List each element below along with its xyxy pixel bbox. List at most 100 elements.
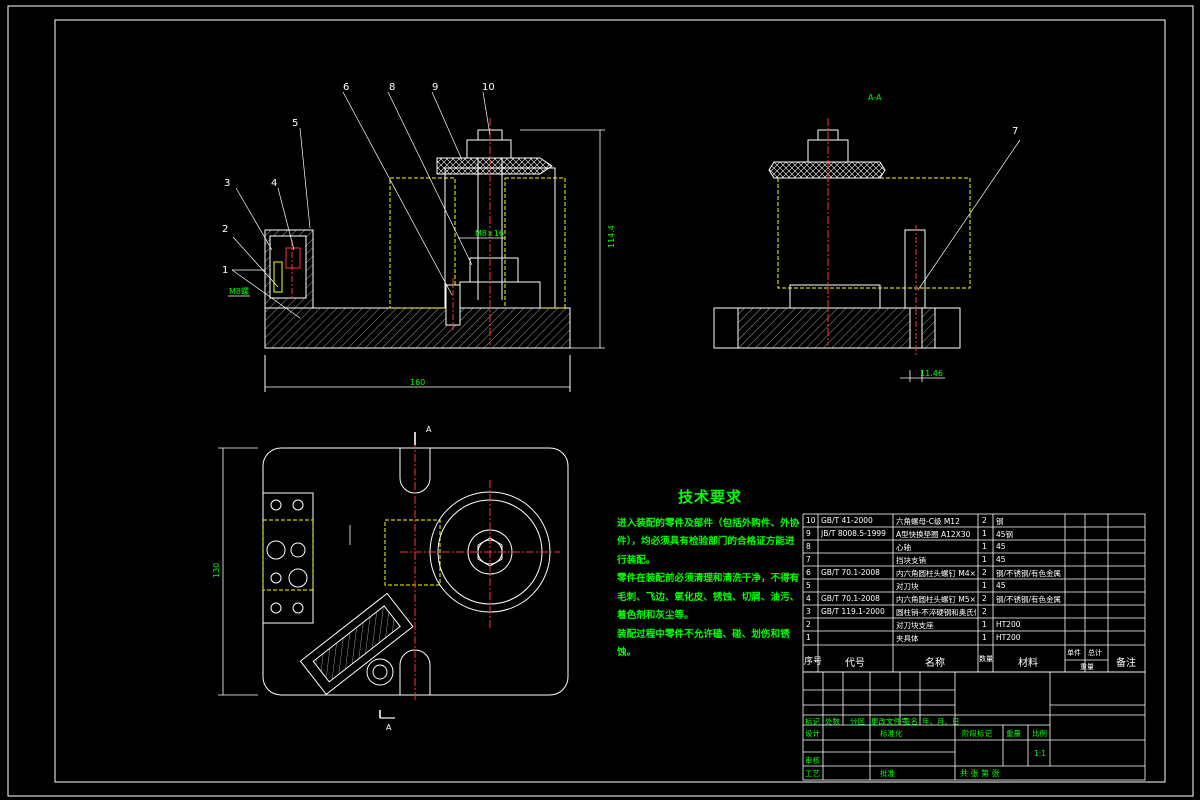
bom-row-mat: 钢/不锈钢/有色金属 bbox=[996, 595, 1062, 604]
bom-header-qty: 数量 bbox=[979, 655, 993, 663]
callout-4: 4 bbox=[271, 178, 277, 189]
bom-row-qty: 1 bbox=[982, 633, 987, 642]
tech-item-2: 零件在装配前必须清理和清洗干净，不得有毛刺、飞边、氧化皮、锈蚀、切屑、油污、着色… bbox=[617, 573, 800, 621]
bom-row-name: 内六角圆柱头螺钉 M4×12 bbox=[896, 569, 976, 578]
bom-row-name: 夹具体 bbox=[896, 634, 919, 643]
technical-requirements: 技术要求 进入装配的零件及部件（包括外购件、外协件），均必须具有检验部门的合格证… bbox=[617, 488, 803, 663]
bom-row-qty: 1 bbox=[982, 581, 987, 590]
callouts: 1 2 3 4 5 6 8 9 10 7 bbox=[222, 82, 1018, 276]
bom-row-no: 8 bbox=[806, 542, 811, 551]
tb-design: 设计 bbox=[805, 729, 820, 738]
section-mark-bottom: A bbox=[386, 723, 392, 732]
bom-row-qty: 2 bbox=[982, 568, 987, 577]
bom-row-name: A型快换垫圈 A12X30 bbox=[896, 530, 971, 539]
callout-7: 7 bbox=[1012, 126, 1018, 137]
tb-std: 标准化 bbox=[880, 729, 903, 738]
bom-row-mat: 45 bbox=[996, 542, 1006, 551]
bom-row-name: 心轴 bbox=[896, 543, 911, 552]
bom-header-mat: 材料 bbox=[1018, 658, 1038, 669]
bom-row-qty: 2 bbox=[982, 516, 987, 525]
bom-header-code: 代号 bbox=[845, 658, 865, 669]
bom-row-name: 挡块支销 bbox=[896, 556, 926, 565]
bom-row-qty: 2 bbox=[982, 607, 987, 616]
top-view bbox=[218, 432, 569, 719]
tech-item-3: 装配过程中零件不允许磕、碰、划伤和锈蚀。 bbox=[617, 628, 790, 659]
dim-side: 11.46 bbox=[920, 369, 943, 378]
bom-row-mat: 钢 bbox=[996, 517, 1004, 526]
tb-mark: 标记 bbox=[805, 717, 820, 726]
tb-approve: 批准 bbox=[880, 769, 895, 778]
callout-3: 3 bbox=[224, 178, 230, 189]
side-view bbox=[713, 118, 1021, 382]
bom-row-qty: 1 bbox=[982, 529, 987, 538]
callout-6: 6 bbox=[343, 82, 349, 93]
dim-note-left: M8螺 bbox=[229, 286, 249, 296]
bom-row-no: 9 bbox=[806, 529, 811, 538]
callout-8: 8 bbox=[389, 82, 395, 93]
bom-header-weight: 重量 bbox=[1080, 663, 1094, 671]
bom-row-name: 内六角圆柱头螺钉 M5×10 bbox=[896, 595, 976, 604]
outer-border bbox=[7, 5, 1194, 797]
bom-row-mat: 45钢 bbox=[996, 530, 1014, 539]
callout-1: 1 bbox=[222, 265, 228, 276]
bom-row-no: 1 bbox=[806, 633, 811, 642]
callout-10: 10 bbox=[482, 82, 495, 93]
callout-5: 5 bbox=[292, 118, 298, 129]
bom-grid bbox=[802, 513, 1146, 781]
bom-row-code: GB/T 41-2000 bbox=[821, 516, 873, 525]
dimension-texts: 160 114.4 130 11.46 M8螺 M8×16 A A A-A bbox=[212, 93, 943, 732]
base-body-section bbox=[264, 307, 571, 349]
dim-length: 160 bbox=[410, 378, 425, 387]
dim-width: 130 bbox=[212, 563, 221, 578]
tb-date: 年、月、日 bbox=[922, 717, 960, 726]
bom-row-no: 3 bbox=[806, 607, 811, 616]
tech-item-1: 进入装配的零件及部件（包括外购件、外协件），均必须具有检验部门的合格证方能进行装… bbox=[617, 517, 800, 566]
bom-row-qty: 1 bbox=[982, 555, 987, 564]
front-view bbox=[228, 91, 605, 392]
bom-row-code: GB/T 70.1-2008 bbox=[821, 594, 880, 603]
tech-title: 技术要求 bbox=[677, 488, 742, 506]
tb-sheets: 共 张 第 张 bbox=[960, 769, 1000, 778]
bom-row-no: 5 bbox=[806, 581, 811, 590]
bom-header-single: 单件 bbox=[1067, 649, 1081, 657]
dim-note-mid: M8×16 bbox=[475, 229, 504, 238]
tb-docno: 更改文件号 bbox=[871, 717, 909, 726]
inner-border bbox=[54, 19, 1166, 783]
bom-row-name: 对刀块 bbox=[896, 582, 919, 591]
tb-sign: 签名 bbox=[903, 717, 918, 726]
bom-row-no: 10 bbox=[806, 516, 816, 525]
bom-row-code: GB/T 119.1-2000 bbox=[821, 607, 885, 616]
tb-scale: 比例 bbox=[1032, 729, 1047, 738]
tb-zone: 分区 bbox=[850, 717, 865, 726]
tb-count: 处数 bbox=[825, 717, 840, 726]
view-label: A-A bbox=[868, 93, 882, 102]
bom-row-mat: HT200 bbox=[996, 633, 1021, 642]
bom-header-name: 名称 bbox=[925, 658, 945, 669]
tb-review: 审核 bbox=[805, 756, 820, 765]
bom-row-mat: 45 bbox=[996, 555, 1006, 564]
bom-row-no: 7 bbox=[806, 555, 811, 564]
bom-header-no: 序号 bbox=[804, 657, 823, 667]
bom-row-name: 圆柱销-不淬硬钢和奥氏体不锈钢 5×20 bbox=[896, 608, 976, 617]
bom-row-qty: 1 bbox=[982, 542, 987, 551]
bom-row-qty: 2 bbox=[982, 594, 987, 603]
tb-scale-value: 1:1 bbox=[1034, 749, 1047, 758]
bom-row-no: 6 bbox=[806, 568, 811, 577]
bom-row-mat: 钢/不锈钢/有色金属 bbox=[996, 569, 1062, 578]
tb-process: 工艺 bbox=[805, 769, 820, 778]
bom-header-remark: 备注 bbox=[1116, 658, 1136, 669]
bom-row-name: 对刀块支座 bbox=[896, 621, 934, 630]
bom-row-mat: 45 bbox=[996, 581, 1006, 590]
callout-2: 2 bbox=[222, 224, 228, 235]
bom-row-no: 4 bbox=[806, 594, 811, 603]
bom-row-code: JB/T 8008.5-1999 bbox=[821, 529, 886, 538]
dim-height: 114.4 bbox=[607, 225, 616, 248]
section-mark-top: A bbox=[426, 425, 432, 434]
bom-row-qty: 1 bbox=[982, 620, 987, 629]
tb-weight: 重量 bbox=[1006, 729, 1021, 738]
bom-row-code: GB/T 70.1-2008 bbox=[821, 568, 880, 577]
callout-9: 9 bbox=[432, 82, 438, 93]
bom-row-no: 2 bbox=[806, 620, 811, 629]
bom-header-total: 总计 bbox=[1088, 649, 1102, 657]
